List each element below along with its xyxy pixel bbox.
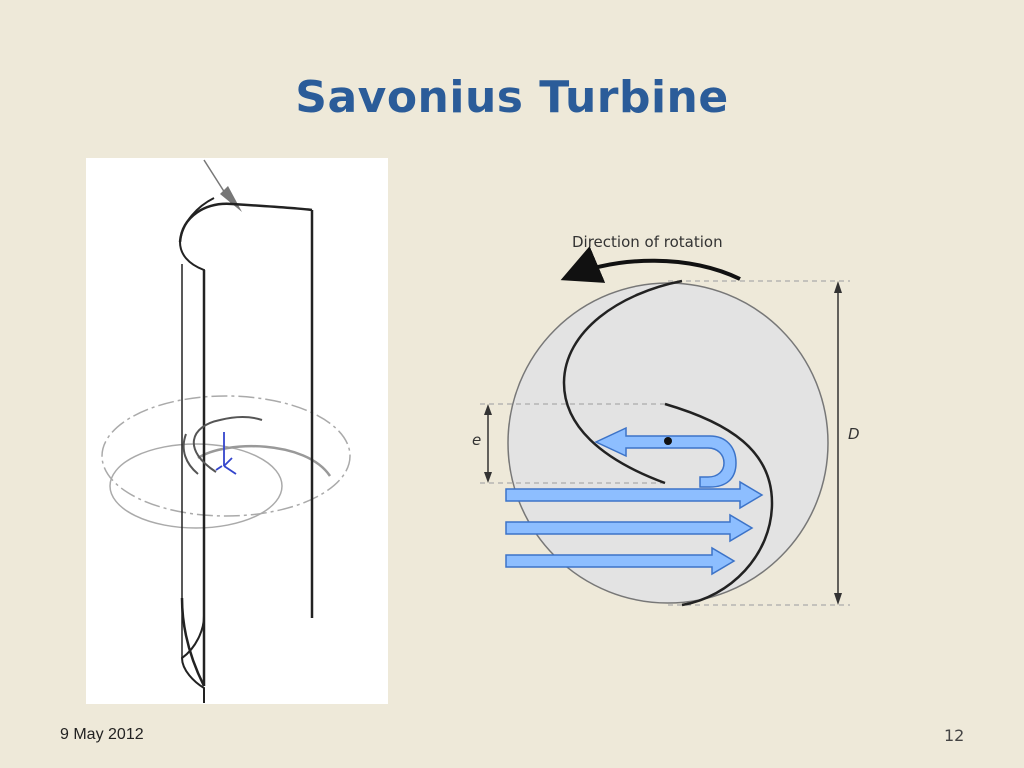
lower-blade — [664, 402, 774, 607]
axis-short — [215, 465, 223, 471]
blade-bottom-curve — [180, 597, 206, 687]
diameter-label: D — [848, 425, 860, 443]
blade-3d-view — [86, 158, 388, 704]
page-number: 12 — [944, 726, 965, 745]
blade-top-arc — [178, 202, 313, 243]
inner-blade-curve-lower — [182, 433, 199, 475]
rotor-axis-dot — [664, 437, 672, 445]
flow-arrow-top — [505, 480, 764, 510]
hub-arc — [197, 444, 332, 477]
flow-arrow-middle — [505, 513, 754, 543]
diameter-arrow-up — [834, 281, 842, 293]
flow-arrow-bottom — [505, 546, 736, 576]
slide-title: Savonius Turbine — [295, 72, 729, 123]
gap-arrow-down — [484, 472, 492, 483]
upper-blade — [562, 279, 683, 485]
axis-x — [223, 465, 237, 475]
axis-y — [223, 457, 233, 467]
rotation-plane-ellipse-outer — [101, 395, 351, 517]
rotor-top-view: Direction of rotation e D — [450, 215, 880, 615]
diameter-arrow-down — [834, 593, 842, 605]
gap-arrow-up — [484, 404, 492, 415]
rotation-arrow — [560, 246, 741, 283]
return-flow-arrow — [594, 426, 737, 488]
slide-date: 9 May 2012 — [60, 726, 144, 743]
blade-3d-svg — [101, 159, 351, 703]
gap-label: e — [472, 431, 481, 449]
rotor-top-svg: Direction of rotation e D — [472, 233, 860, 607]
inner-blade-curve — [193, 416, 263, 473]
direction-label: Direction of rotation — [572, 233, 723, 251]
rotation-plane-ellipse-inner — [109, 443, 283, 529]
